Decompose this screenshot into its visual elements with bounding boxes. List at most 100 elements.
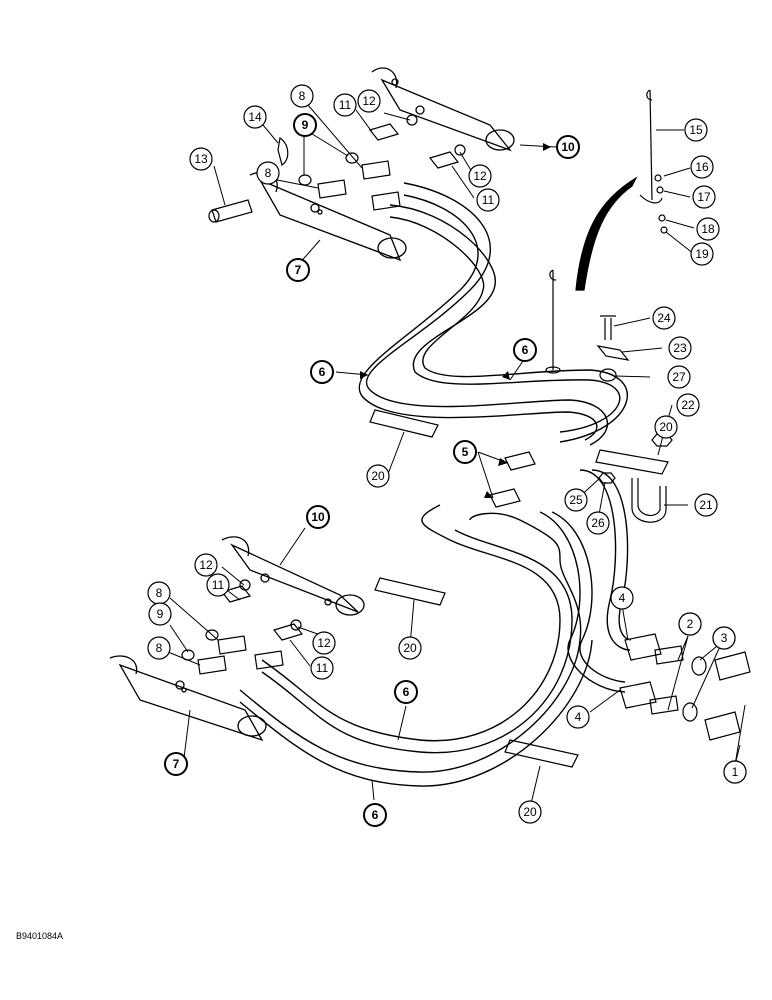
callout-label: 20 — [659, 420, 673, 434]
callout-20: 20 — [518, 800, 542, 824]
callout-6: 6 — [310, 360, 334, 384]
hose-lower-d-inner — [591, 469, 631, 641]
hose-lower-a — [261, 504, 561, 742]
callout-label: 6 — [372, 808, 379, 822]
callout-label: 24 — [657, 311, 671, 325]
cylinder-lower-left — [109, 655, 267, 742]
callout-circle — [564, 488, 588, 512]
callout-11: 11 — [476, 188, 500, 212]
callout-label: 5 — [462, 445, 469, 459]
callout-16: 16 — [690, 155, 714, 179]
hose-lower-c — [539, 511, 626, 693]
callout-17: 17 — [692, 185, 716, 209]
callout-label: 20 — [523, 805, 537, 819]
callout-label: 6 — [403, 685, 410, 699]
callout-label: 15 — [689, 123, 703, 137]
plate-20-b — [374, 577, 446, 606]
callout-label: 21 — [699, 498, 713, 512]
callout-label: 26 — [591, 516, 605, 530]
callout-circle — [690, 242, 714, 266]
callout-circle — [667, 365, 691, 389]
callout-circle — [310, 360, 334, 384]
callout-circle — [723, 760, 747, 784]
callout-circle — [394, 680, 418, 704]
callout-label: 20 — [371, 469, 385, 483]
callout-circle — [243, 105, 267, 129]
callout-26: 26 — [586, 511, 610, 535]
hose-lower-b-inner — [239, 639, 593, 787]
hose-group-lower — [239, 469, 631, 787]
callout-label: 8 — [156, 586, 163, 600]
rod-15 — [646, 89, 653, 201]
plate-20-a — [369, 409, 439, 438]
callout-1: 1 — [723, 760, 747, 784]
cylinder-upper-right — [371, 67, 515, 152]
callout-label: 8 — [265, 166, 272, 180]
callout-label: 11 — [482, 193, 495, 207]
callout-20: 20 — [654, 415, 678, 439]
callout-circle — [712, 626, 736, 650]
callout-25: 25 — [564, 488, 588, 512]
callout-8: 8 — [147, 636, 171, 660]
callout-balloons: 1122334456666778888991010111111111212121… — [147, 84, 747, 827]
callout-circle — [652, 306, 676, 330]
clamp-plates — [369, 409, 669, 768]
callout-12: 12 — [357, 89, 381, 113]
callout-circle — [566, 705, 590, 729]
callout-circle — [206, 573, 230, 597]
pin-13 — [211, 199, 253, 223]
hose-upper-a — [365, 182, 609, 446]
callout-10: 10 — [306, 505, 330, 529]
callout-3: 3 — [712, 626, 736, 650]
callout-27: 27 — [667, 365, 691, 389]
callout-7: 7 — [286, 258, 310, 282]
callout-circle — [696, 217, 720, 241]
callout-label: 20 — [403, 641, 417, 655]
callout-circle — [256, 161, 280, 185]
callout-label: 6 — [522, 343, 529, 357]
callout-circle — [286, 258, 310, 282]
view-arrow — [575, 176, 638, 291]
callout-circle — [333, 93, 357, 117]
callout-9: 9 — [293, 113, 317, 137]
callout-4: 4 — [566, 705, 590, 729]
callout-label: 14 — [248, 110, 262, 124]
callout-24: 24 — [652, 306, 676, 330]
callout-label: 6 — [319, 365, 326, 379]
callout-circle — [690, 155, 714, 179]
callout-circle — [398, 636, 422, 660]
callout-10: 10 — [556, 135, 580, 159]
plate-20-c — [595, 449, 669, 475]
callout-14: 14 — [243, 105, 267, 129]
hardware — [208, 89, 673, 523]
callout-label: 1 — [732, 765, 739, 779]
callout-19: 19 — [690, 242, 714, 266]
callout-circle — [684, 118, 708, 142]
hose-group-upper — [358, 182, 629, 446]
callout-label: 17 — [697, 190, 711, 204]
callout-15: 15 — [684, 118, 708, 142]
callout-2: 2 — [678, 612, 702, 636]
callout-label: 12 — [362, 94, 376, 108]
hose-lower-c-inner — [551, 511, 626, 683]
callout-20: 20 — [398, 636, 422, 660]
callout-circle — [513, 338, 537, 362]
callout-11: 11 — [206, 573, 230, 597]
callout-5: 5 — [453, 440, 477, 464]
callout-circle — [518, 800, 542, 824]
callout-label: 10 — [561, 140, 575, 154]
callout-circle — [668, 336, 692, 360]
callout-9: 9 — [148, 602, 172, 626]
plate-20-d — [504, 739, 579, 768]
callout-label: 7 — [173, 757, 180, 771]
callout-4: 4 — [610, 586, 634, 610]
callout-label: 16 — [695, 160, 709, 174]
callout-label: 12 — [473, 169, 487, 183]
callout-circle — [468, 164, 492, 188]
callout-label: 19 — [695, 247, 709, 261]
callout-circle — [164, 752, 188, 776]
callout-22: 22 — [676, 393, 700, 417]
callout-circle — [357, 89, 381, 113]
callout-circle — [147, 636, 171, 660]
callout-circle — [290, 84, 314, 108]
